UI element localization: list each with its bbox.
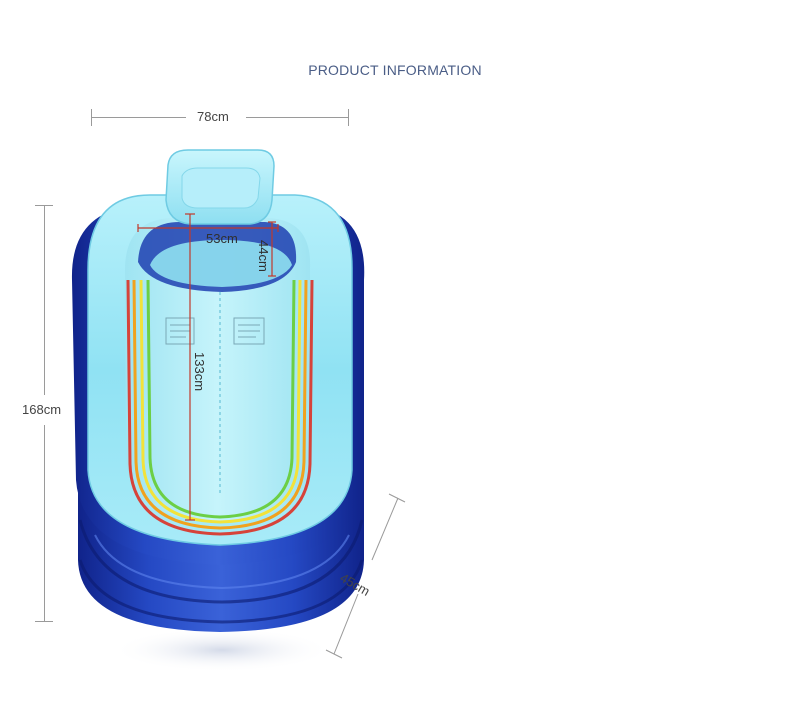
length-label: 168cm xyxy=(22,402,62,417)
width-line-left xyxy=(91,117,186,118)
inner-length-label: 133cm xyxy=(192,352,207,392)
length-line-bottom xyxy=(44,425,45,621)
tub-shadow xyxy=(112,628,332,672)
height-dimension-lines xyxy=(325,493,406,659)
length-tick-bottom xyxy=(35,621,53,622)
width-label: 78cm xyxy=(197,109,229,124)
length-line-top xyxy=(44,205,45,395)
width-line-right xyxy=(246,117,349,118)
inner-measure-lines xyxy=(137,213,279,521)
inner-width-label: 53cm xyxy=(206,231,238,246)
width-tick-right xyxy=(348,109,349,126)
tub-basin xyxy=(125,218,311,522)
headrest-depth-label: 44cm xyxy=(256,240,271,272)
warning-labels xyxy=(165,317,265,345)
rainbow-stripes xyxy=(126,279,314,536)
page-title: PRODUCT INFORMATION xyxy=(308,62,482,78)
